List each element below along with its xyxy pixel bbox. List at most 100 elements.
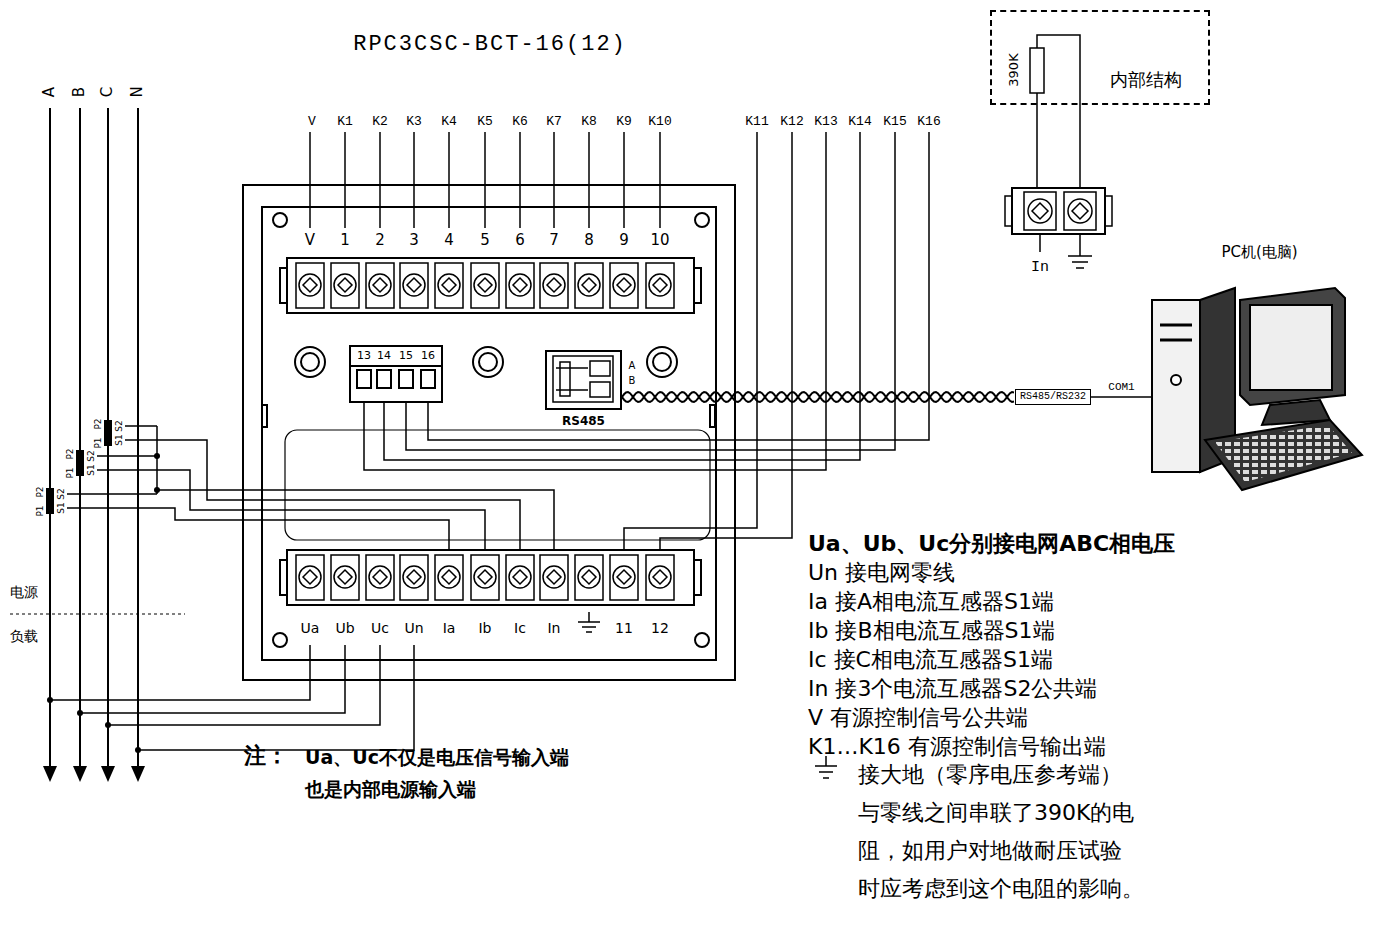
terminal-number: 9 bbox=[619, 232, 629, 249]
device-housing bbox=[243, 185, 735, 680]
phase-label: N bbox=[129, 86, 146, 97]
explanation-line: V 有源控制信号公共端 bbox=[808, 705, 1028, 730]
explanation-line: Ic 接C相电流互感器S1端 bbox=[808, 647, 1053, 672]
note-mark: 注： bbox=[244, 743, 288, 768]
signal-wire bbox=[379, 132, 381, 228]
signal-wire bbox=[413, 132, 415, 228]
rs485-connector: RS485 bbox=[545, 350, 622, 410]
signal-label: K12 bbox=[780, 115, 803, 130]
signal-label: K5 bbox=[477, 115, 493, 130]
terminal-name: 11 bbox=[615, 620, 633, 636]
terminal-number: 2 bbox=[375, 232, 385, 249]
pin-number: 16 bbox=[421, 350, 435, 363]
pin-number: 15 bbox=[399, 350, 413, 363]
signal-label: V bbox=[308, 115, 316, 130]
node-text: RS485/RS232 bbox=[1020, 391, 1086, 403]
ct-terminal: S1 bbox=[56, 502, 66, 513]
ct-terminal: P2 bbox=[35, 486, 45, 497]
signal-label: K11 bbox=[745, 115, 768, 130]
terminal-name: Ib bbox=[478, 620, 491, 636]
signal-wire bbox=[519, 132, 521, 228]
signal-label: K1 bbox=[337, 115, 353, 130]
phase-label: B bbox=[71, 87, 88, 97]
terminal-number: V bbox=[305, 232, 315, 249]
wires bbox=[10, 132, 929, 750]
node-text: PC机(电脑) bbox=[1221, 244, 1297, 261]
ct-terminal: P1 bbox=[65, 467, 75, 478]
ct-terminal: S2 bbox=[114, 420, 124, 431]
terminal-block bbox=[280, 258, 701, 313]
side-label: 电源 bbox=[10, 584, 38, 600]
signal-label: K9 bbox=[616, 115, 632, 130]
signal-label: K6 bbox=[512, 115, 528, 130]
pin-number: 13 bbox=[357, 350, 371, 363]
phase-lines bbox=[50, 108, 138, 768]
signal-label: K3 bbox=[406, 115, 422, 130]
resistor-value: 390K bbox=[1007, 53, 1022, 86]
pin-name: B bbox=[629, 375, 636, 387]
terminal-name: Uc bbox=[371, 620, 389, 636]
signal-wire bbox=[553, 132, 555, 228]
signal-label: K13 bbox=[814, 115, 837, 130]
terminal-block bbox=[280, 550, 701, 605]
twisted-pair-cable bbox=[622, 392, 1014, 402]
terminal-name: In bbox=[547, 620, 560, 636]
explanation-line: K1…K16 有源控制信号输出端 bbox=[808, 734, 1106, 759]
signal-wire bbox=[309, 132, 311, 228]
signal-wire bbox=[623, 132, 625, 228]
terminal-number: 1 bbox=[340, 232, 350, 249]
explanation-line: Un 接电网零线 bbox=[808, 560, 955, 585]
pc-computer: PC机(电脑) bbox=[1152, 240, 1367, 495]
terminal-name: Ic bbox=[514, 620, 526, 636]
edge-label: COM1 bbox=[1108, 381, 1134, 394]
terminal-number: 3 bbox=[409, 232, 419, 249]
phase-label: C bbox=[99, 87, 116, 97]
node-text: RS485 bbox=[562, 415, 605, 429]
node-text: 内部结构 bbox=[1110, 70, 1182, 91]
explanation-line: Ia 接A相电流互感器S1端 bbox=[808, 589, 1054, 614]
internal-structure bbox=[1005, 35, 1112, 252]
ct-terminal: S2 bbox=[86, 450, 96, 461]
terminal-number: 10 bbox=[650, 232, 669, 249]
explanation-line: In 接3个电流互感器S2公共端 bbox=[808, 676, 1097, 701]
rs485-connector-detail bbox=[553, 356, 613, 402]
signal-label: K4 bbox=[441, 115, 457, 130]
signal-label: K7 bbox=[546, 115, 562, 130]
ct-terminal: S1 bbox=[114, 434, 124, 445]
signal-wire bbox=[448, 132, 450, 228]
signal-label: K15 bbox=[883, 115, 906, 130]
phase-label: A bbox=[41, 87, 58, 97]
ct-terminal: P1 bbox=[35, 505, 45, 516]
serial-cable bbox=[1091, 396, 1152, 398]
signal-label: K16 bbox=[917, 115, 940, 130]
ct-terminal: S1 bbox=[86, 464, 96, 475]
k-connector bbox=[350, 346, 442, 402]
pin-name: A bbox=[629, 360, 636, 372]
pin-number: 14 bbox=[377, 350, 391, 363]
terminal-number: 5 bbox=[480, 232, 490, 249]
terminal-name: Un bbox=[404, 620, 423, 636]
explanation-line: 接大地（零序电压参考端） 与零线之间串联了390K的电 阻，如用户对地做耐压试验… bbox=[858, 756, 1168, 908]
arrowheads bbox=[43, 420, 160, 782]
terminal-number: 8 bbox=[584, 232, 594, 249]
side-label: 负载 bbox=[10, 628, 38, 644]
note-text: Ua、Uc不仅是电压信号输入端 也是内部电源输入端 bbox=[305, 741, 605, 805]
explanation-line: Ib 接B相电流互感器S1端 bbox=[808, 618, 1055, 643]
ct-terminal: P2 bbox=[93, 418, 103, 429]
signal-label: K14 bbox=[848, 115, 871, 130]
internal-structure-box: 内部结构 bbox=[990, 10, 1210, 105]
terminal-number: 6 bbox=[515, 232, 525, 249]
computer-icon bbox=[1152, 288, 1362, 490]
signal-label: K10 bbox=[648, 115, 671, 130]
diagram-title: RPC3CSC-BCT-16(12) bbox=[353, 32, 627, 57]
ct-terminal: S2 bbox=[56, 488, 66, 499]
signal-wire bbox=[588, 132, 590, 228]
terminal-name: In bbox=[1031, 259, 1049, 276]
signal-label: K2 bbox=[372, 115, 388, 130]
signal-wire bbox=[344, 132, 346, 228]
signal-wire bbox=[659, 132, 661, 228]
converter-box: RS485/RS232 bbox=[1015, 389, 1091, 405]
signal-label: K8 bbox=[581, 115, 597, 130]
